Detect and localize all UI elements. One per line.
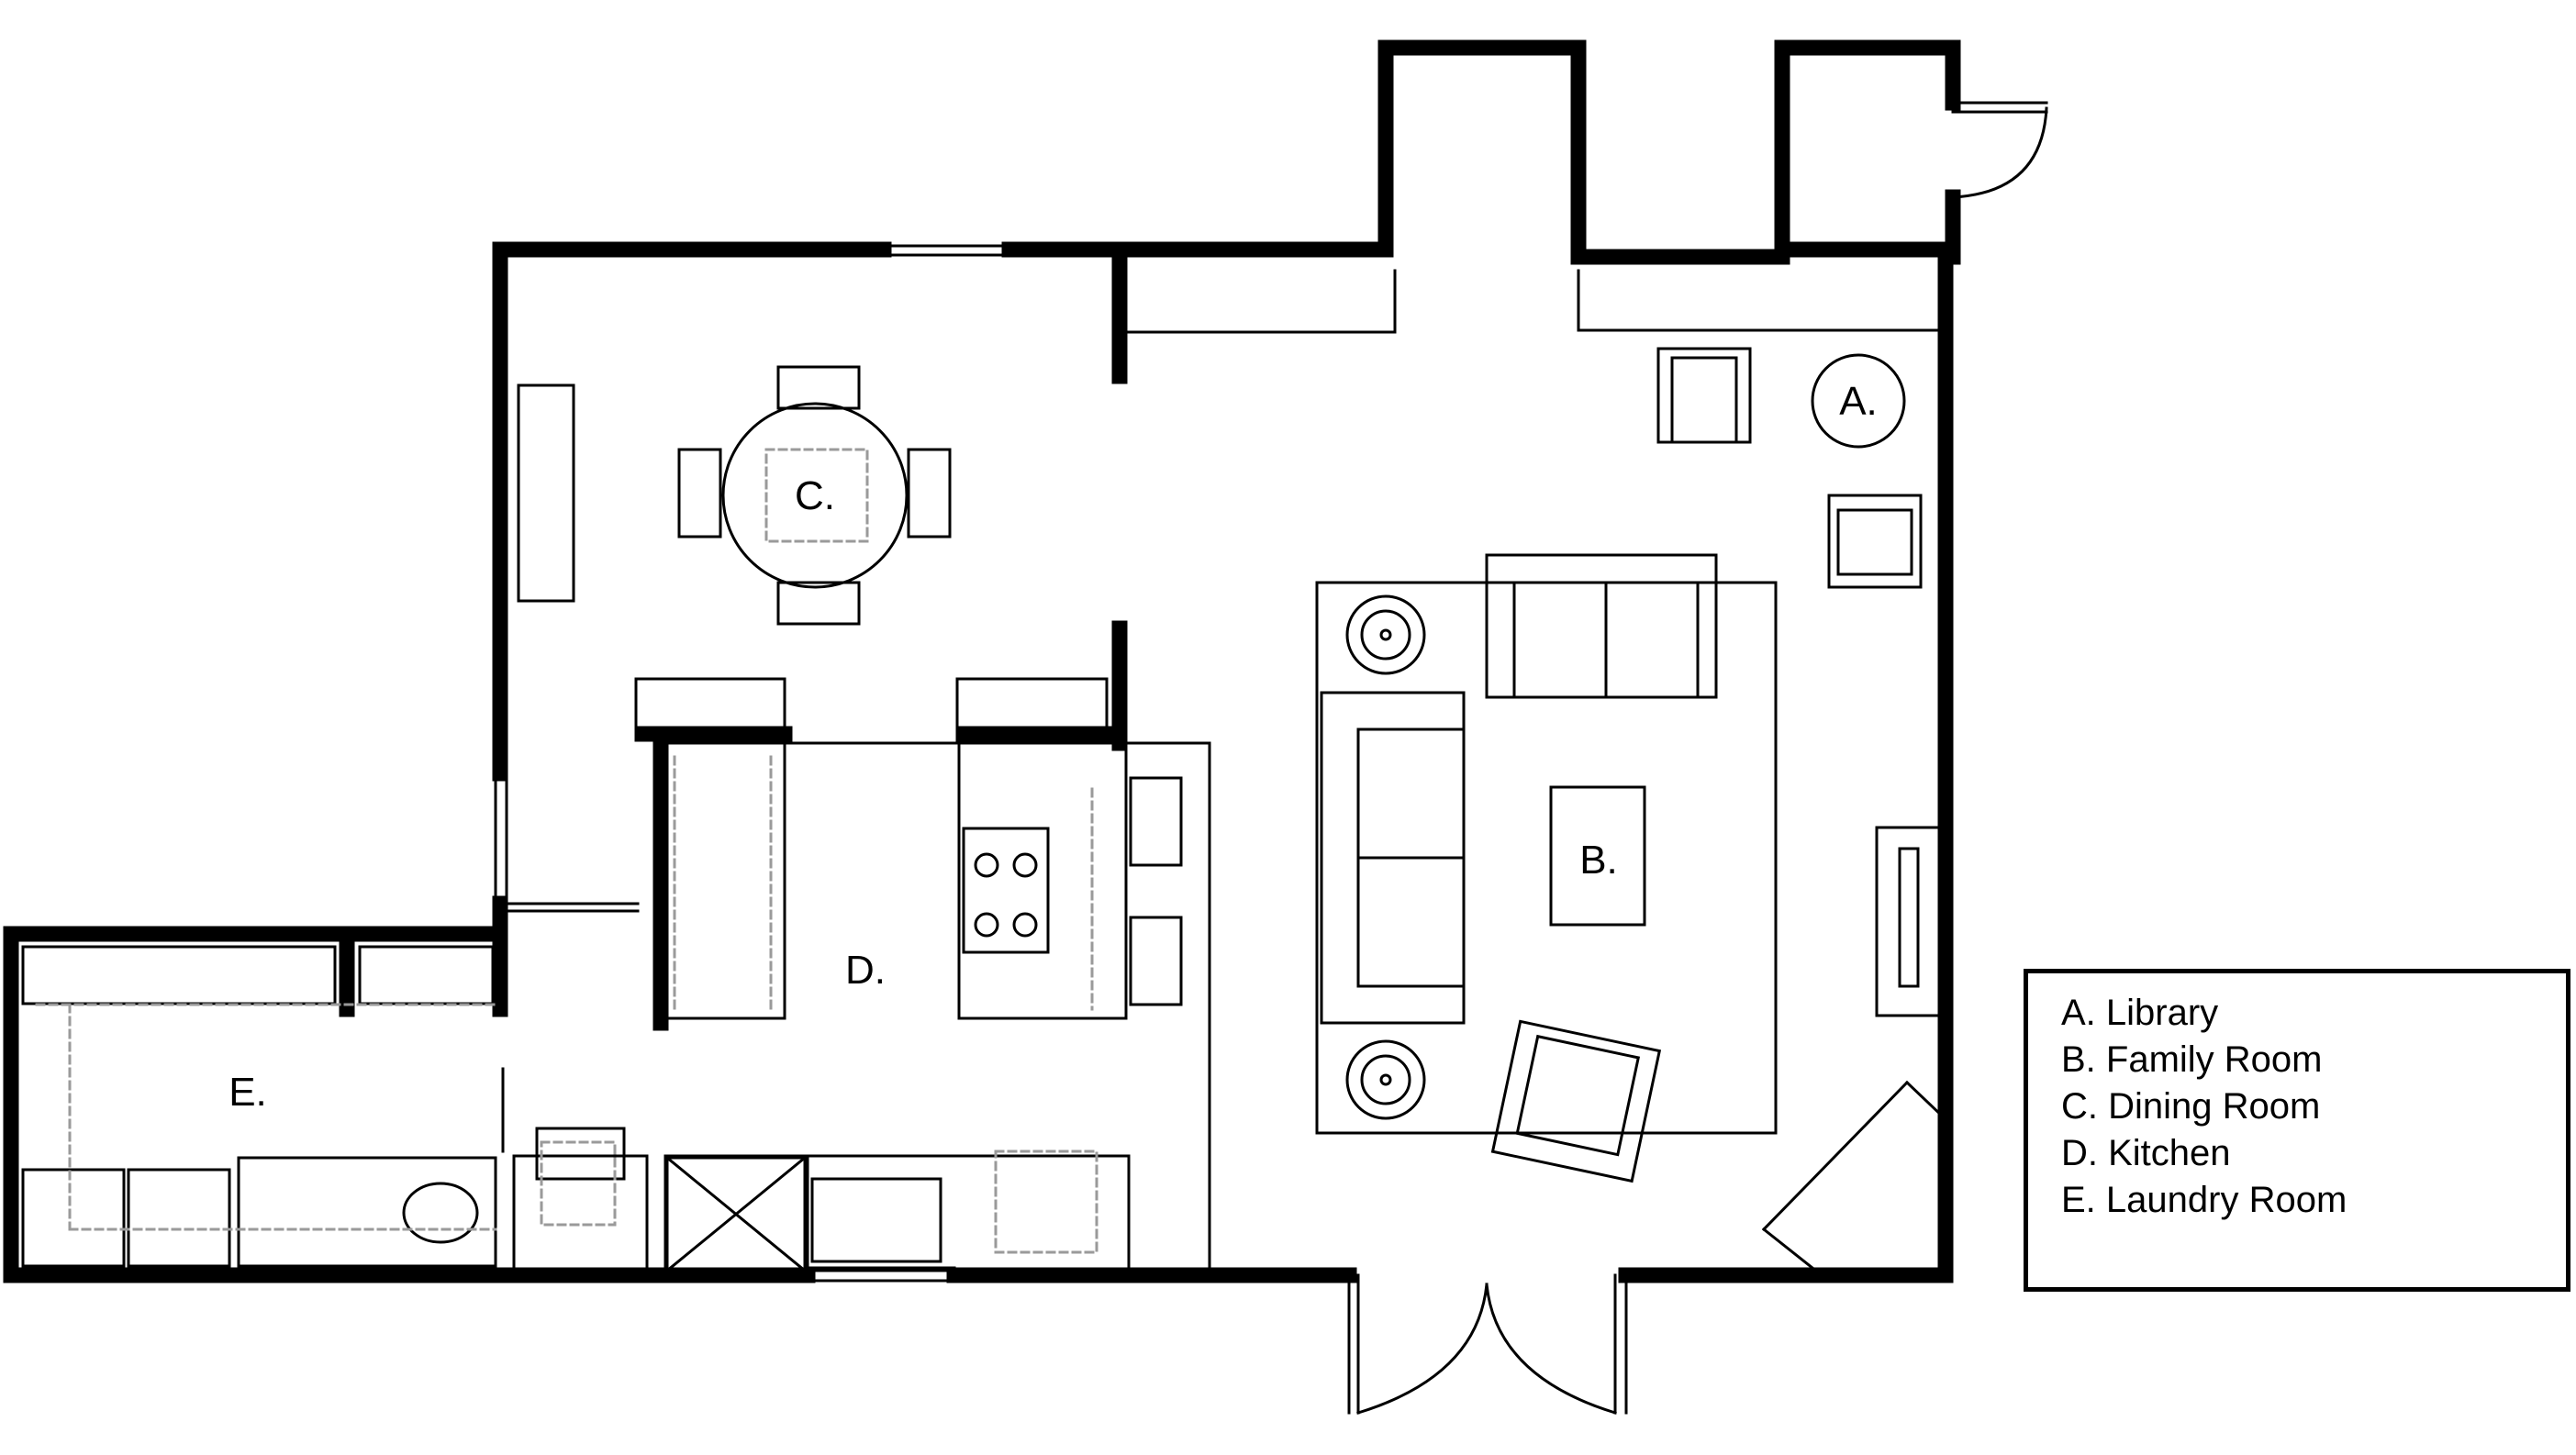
windows [517,383,1945,1017]
kitchen-fixtures [512,677,1183,1273]
legend-item-kitchen: D. Kitchen [2061,1133,2231,1173]
room-label-kitchen: D. [845,948,886,993]
room-label-family-room: B. [1579,838,1618,883]
legend-item-laundry-room: E. Laundry Room [2061,1180,2347,1220]
laundry-fixtures [21,945,505,1268]
dining-set [677,365,952,626]
family-room-furniture [1315,347,1923,1183]
room-label-laundry-room: E. [229,1070,267,1115]
legend-item-dining-room: C. Dining Room [2061,1086,2321,1127]
room-label-dining-room: C. [795,473,835,518]
room-legend: A. Library B. Family Room C. Dining Room… [2024,969,2570,1292]
thin-walls [494,101,2048,1415]
legend-item-library: A. Library [2061,993,2219,1033]
walls [3,39,1961,1283]
room-label-library: A. [1839,379,1878,424]
legend-item-family-room: B. Family Room [2061,1039,2323,1080]
